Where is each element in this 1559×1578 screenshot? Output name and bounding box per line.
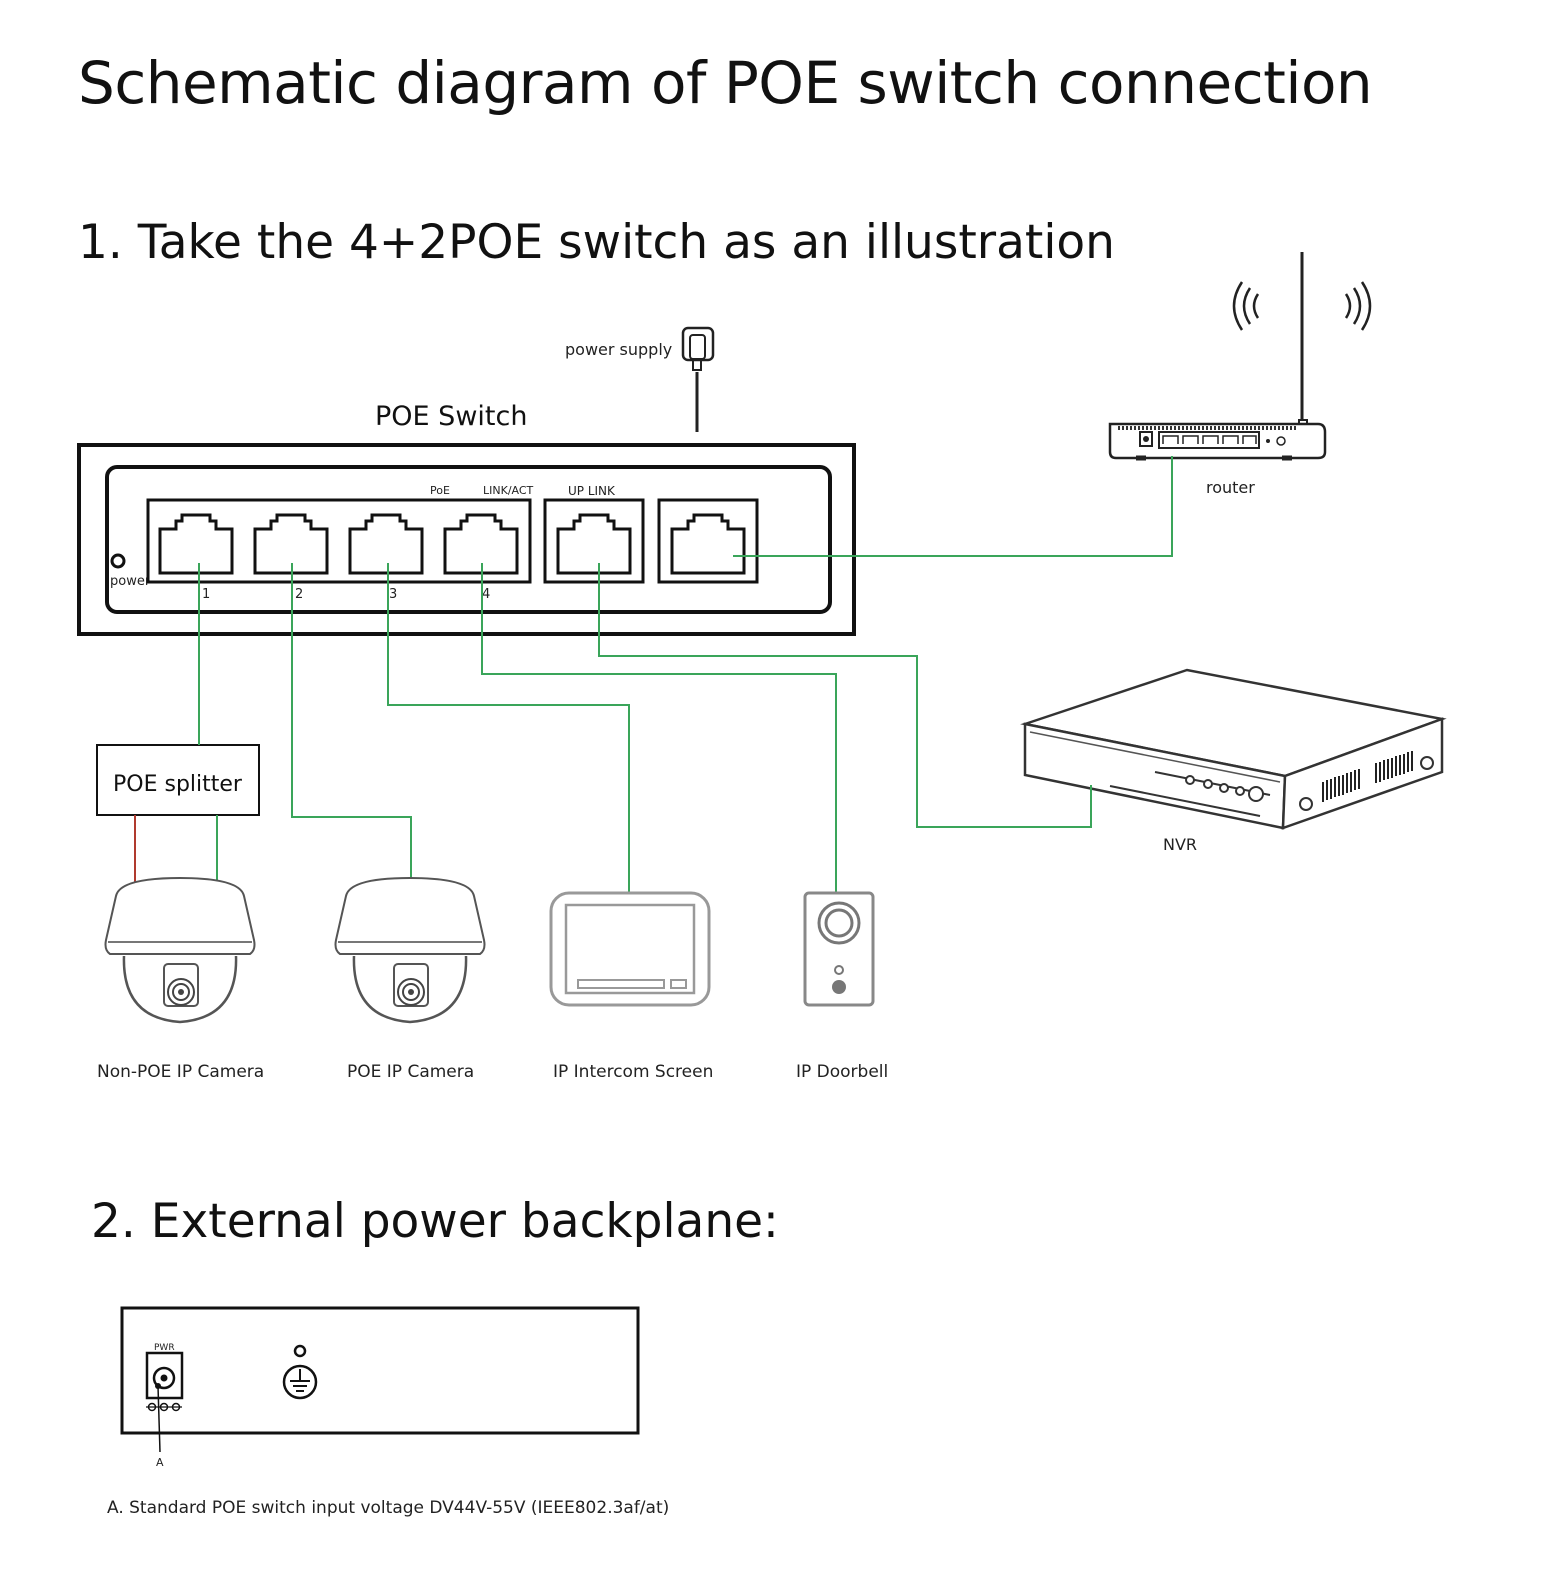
power-supply-label: power supply — [565, 340, 672, 359]
dc-jack-icon — [145, 1351, 184, 1412]
wifi-signal-icon — [1232, 281, 1372, 331]
port-number-2: 2 — [295, 587, 303, 602]
switch-label: POE Switch — [375, 401, 527, 432]
doorbell-icon — [803, 891, 875, 1007]
port2-cable — [291, 563, 412, 880]
port-number-3: 3 — [389, 587, 397, 602]
pwr-label: PWR — [154, 1343, 175, 1353]
router-icon — [1108, 252, 1327, 461]
link-act-label: LINK/ACT — [483, 484, 534, 497]
nvr-label: NVR — [1163, 835, 1197, 854]
router-label: router — [1206, 478, 1255, 497]
pointer-label: A — [156, 1456, 164, 1469]
voltage-note: A. Standard POE switch input voltage DV4… — [107, 1498, 669, 1518]
poe-splitter: POE splitter — [96, 744, 260, 816]
uplink-label: UP LINK — [568, 484, 616, 498]
device-label-doorbell: IP Doorbell — [796, 1062, 888, 1082]
ground-icon — [282, 1344, 318, 1400]
section-2-heading: 2. External power backplane: — [91, 1194, 779, 1249]
power-plug-icon — [681, 326, 715, 432]
poe-switch: power PoE LINK/ACT UP LINK 1 2 3 4 — [77, 443, 856, 636]
page-title: Schematic diagram of POE switch connecti… — [78, 49, 1373, 117]
device-label-poe-camera: POE IP Camera — [347, 1062, 474, 1082]
power-backplane: PWR A — [120, 1306, 640, 1469]
dome-camera-icon — [334, 876, 486, 1024]
router-cable — [733, 456, 1173, 557]
pointer-line — [157, 1385, 161, 1453]
port3-cable — [387, 563, 630, 892]
port-number-1: 1 — [202, 587, 210, 602]
poe-indicator-label: PoE — [430, 484, 450, 497]
power-led-icon — [110, 553, 126, 569]
port4-cable — [481, 563, 837, 892]
device-label-non-poe-camera: Non-POE IP Camera — [97, 1062, 264, 1082]
dome-camera-icon — [104, 876, 256, 1024]
nvr-icon — [1020, 668, 1447, 830]
port-number-4: 4 — [482, 587, 490, 602]
power-led-label: power — [110, 574, 151, 589]
poe-splitter-label: POE splitter — [113, 772, 243, 797]
device-label-intercom-screen: IP Intercom Screen — [553, 1062, 713, 1082]
section-1-heading: 1. Take the 4+2POE switch as an illustra… — [78, 215, 1115, 270]
intercom-screen-icon — [549, 891, 711, 1007]
data-cables — [198, 456, 1173, 892]
uplink-nvr-cable — [598, 563, 1092, 828]
